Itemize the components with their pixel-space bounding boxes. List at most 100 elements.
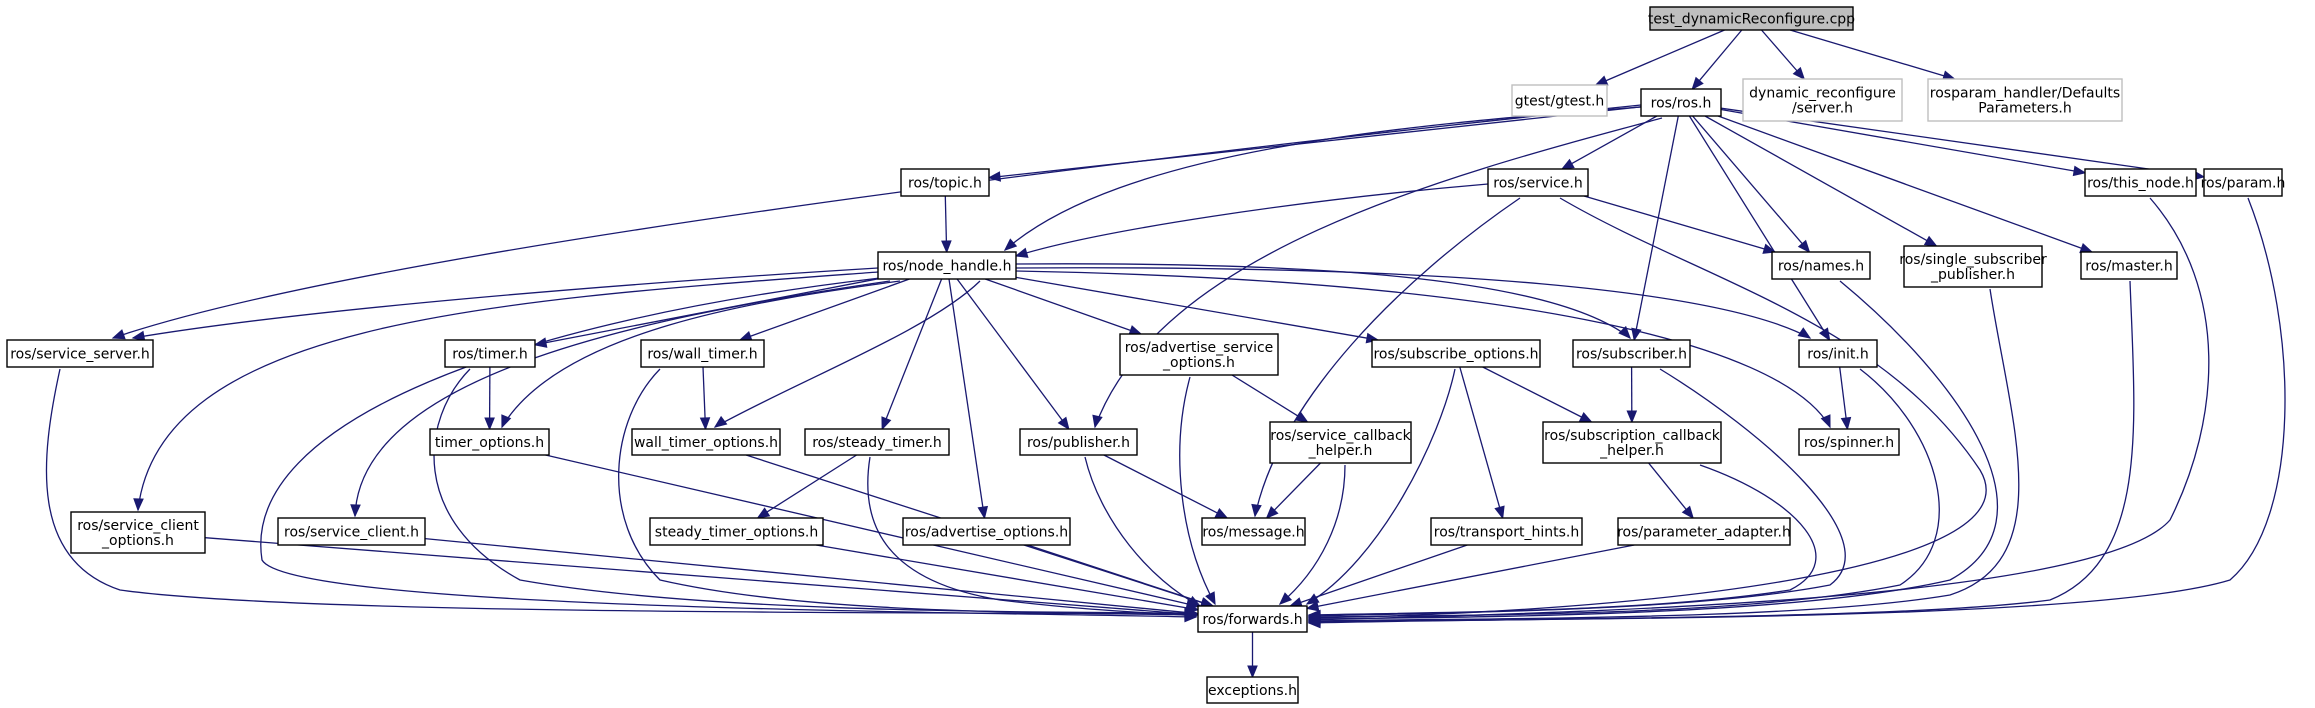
node-topic[interactable]: ros/topic.h <box>900 168 990 197</box>
node-walltimer[interactable]: ros/wall_timer.h <box>640 339 765 368</box>
node-walltimeropt[interactable]: wall_timer_options.h <box>631 428 781 456</box>
node-box-paramadapter <box>1617 517 1791 546</box>
node-singlesub[interactable]: ros/single_subscriber_publisher.h <box>1899 245 2047 288</box>
edges-layer <box>45 29 2286 679</box>
node-box-service <box>1487 168 1589 197</box>
node-box-thisnode <box>2084 168 2197 197</box>
node-subcb[interactable]: ros/subscription_callback_helper.h <box>1542 421 1722 464</box>
edge-forwards-to-exceptions <box>1247 632 1258 679</box>
node-names[interactable]: ros/names.h <box>1771 251 1871 280</box>
node-label-rosparam-line2: Parameters.h <box>1978 101 2071 117</box>
node-box-servicesrv <box>6 339 154 368</box>
node-srvcb[interactable]: ros/service_callback_helper.h <box>1269 421 1412 464</box>
node-timeropt[interactable]: timer_options.h <box>429 428 550 456</box>
node-box-topic <box>900 168 990 197</box>
edge-ros-to-publisher <box>1092 117 1663 429</box>
node-box-subcb <box>1542 421 1722 464</box>
node-srvclientopt[interactable]: ros/service_client_options.h <box>70 511 206 554</box>
node-label-root: test_dynamicReconfigure.cpp <box>1648 12 1855 28</box>
node-ros[interactable]: ros/ros.h <box>1640 88 1722 117</box>
edge-service-to-nodehandle <box>1014 183 1489 258</box>
node-master[interactable]: ros/master.h <box>2080 251 2178 280</box>
edge-nodehandle-to-srvclient <box>350 280 891 518</box>
node-thisnode[interactable]: ros/this_node.h <box>2084 168 2197 197</box>
node-srvclient[interactable]: ros/service_client.h <box>277 517 426 546</box>
node-box-srvclientopt <box>70 511 206 554</box>
node-box-nodehandle <box>877 251 1017 280</box>
edge-root-to-ros <box>1691 29 1743 91</box>
node-root[interactable]: test_dynamicReconfigure.cpp <box>1648 6 1855 31</box>
node-subscriber[interactable]: ros/subscriber.h <box>1572 339 1691 368</box>
edge-srvclient-to-forwards <box>424 537 1200 618</box>
node-box-message <box>1201 517 1306 546</box>
node-label-servicesrv: ros/service_server.h <box>10 347 150 363</box>
node-init[interactable]: ros/init.h <box>1798 339 1878 368</box>
edge-advsrvopt-to-srvcb <box>1231 374 1309 423</box>
edge-root-to-dynrec <box>1761 29 1806 81</box>
edge-subopt-to-subcb <box>1482 366 1593 423</box>
edge-ros-to-singlesub <box>1704 115 1938 247</box>
node-label-subscriber: ros/subscriber.h <box>1576 347 1687 363</box>
node-box-spinner <box>1798 428 1900 456</box>
node-gtest[interactable]: gtest/gtest.h <box>1511 84 1608 117</box>
edge-nodehandle-to-spinner <box>1015 270 1831 429</box>
node-exceptions[interactable]: exceptions.h <box>1206 676 1299 704</box>
node-advsrvopt[interactable]: ros/advertise_service_options.h <box>1119 333 1279 376</box>
edge-walltimer-to-walltimeropt <box>699 366 711 431</box>
edge-thisnode-to-forwards <box>1307 197 2210 626</box>
edge-ros-to-service <box>1560 115 1658 170</box>
node-paramadapter[interactable]: ros/parameter_adapter.h <box>1617 517 1791 546</box>
node-forwards[interactable]: ros/forwards.h <box>1197 605 1308 633</box>
node-box-publisher <box>1019 428 1138 456</box>
node-label-srvclient: ros/service_client.h <box>284 525 419 541</box>
node-box-walltimeropt <box>631 428 781 456</box>
node-label-master: ros/master.h <box>2085 259 2172 275</box>
node-dynrec[interactable]: dynamic_reconfigure/server.h <box>1742 78 1903 122</box>
node-steadyopt[interactable]: steady_timer_options.h <box>649 517 824 546</box>
node-label-service: ros/service.h <box>1493 176 1583 192</box>
node-box-root <box>1649 6 1854 31</box>
node-label-subcb-line1: ros/subscription_callback <box>1544 428 1721 444</box>
node-publisher[interactable]: ros/publisher.h <box>1019 428 1138 456</box>
node-box-srvclient <box>277 517 426 546</box>
node-box-rosparam <box>1927 78 2123 122</box>
node-label-walltimeropt: wall_timer_options.h <box>634 435 778 451</box>
edge-advopt-to-forwards <box>1027 544 1215 608</box>
edge-nodehandle-to-timeropt <box>501 280 901 429</box>
node-nodehandle[interactable]: ros/node_handle.h <box>877 251 1017 280</box>
node-timer[interactable]: ros/timer.h <box>444 339 536 368</box>
node-label-srvcb-line1: ros/service_callback <box>1270 428 1411 444</box>
edge-nodehandle-to-srvclientopt <box>133 271 879 512</box>
edge-nodehandle-to-walltimer <box>738 278 910 342</box>
node-service[interactable]: ros/service.h <box>1487 168 1589 197</box>
edge-transport-to-forwards <box>1288 544 1468 608</box>
node-servicesrv[interactable]: ros/service_server.h <box>6 339 154 368</box>
edge-ros-to-master <box>1717 115 2094 254</box>
node-transport[interactable]: ros/transport_hints.h <box>1430 517 1583 546</box>
node-label-advsrvopt-line1: ros/advertise_service <box>1125 340 1274 356</box>
node-spinner[interactable]: ros/spinner.h <box>1798 428 1900 456</box>
edge-service-to-message <box>1251 197 1521 518</box>
edge-publisher-to-message <box>1103 454 1229 519</box>
edge-paramadapter-to-forwards <box>1305 544 1635 612</box>
node-box-advopt <box>902 517 1071 546</box>
edge-nodehandle-to-steadytimer <box>881 278 943 431</box>
node-box-steadyopt <box>649 517 824 546</box>
node-label-thisnode: ros/this_node.h <box>2087 176 2194 192</box>
node-param[interactable]: ros/param.h <box>2201 168 2286 197</box>
node-subopt[interactable]: ros/subscribe_options.h <box>1371 339 1541 368</box>
node-box-names <box>1771 251 1871 280</box>
edge-steadyopt-to-forwards <box>815 544 1200 614</box>
node-box-timeropt <box>429 428 550 456</box>
node-label-message: ros/message.h <box>1202 525 1304 541</box>
node-label-paramadapter: ros/parameter_adapter.h <box>1617 525 1791 541</box>
node-label-steadyopt: steady_timer_options.h <box>655 525 818 541</box>
node-advopt[interactable]: ros/advertise_options.h <box>902 517 1071 546</box>
node-message[interactable]: ros/message.h <box>1201 517 1306 546</box>
node-label-gtest: gtest/gtest.h <box>1515 94 1605 110</box>
node-box-master <box>2080 251 2178 280</box>
node-box-init <box>1798 339 1878 368</box>
node-steadytimer[interactable]: ros/steady_timer.h <box>804 428 950 456</box>
edge-service-to-names <box>1583 195 1777 254</box>
